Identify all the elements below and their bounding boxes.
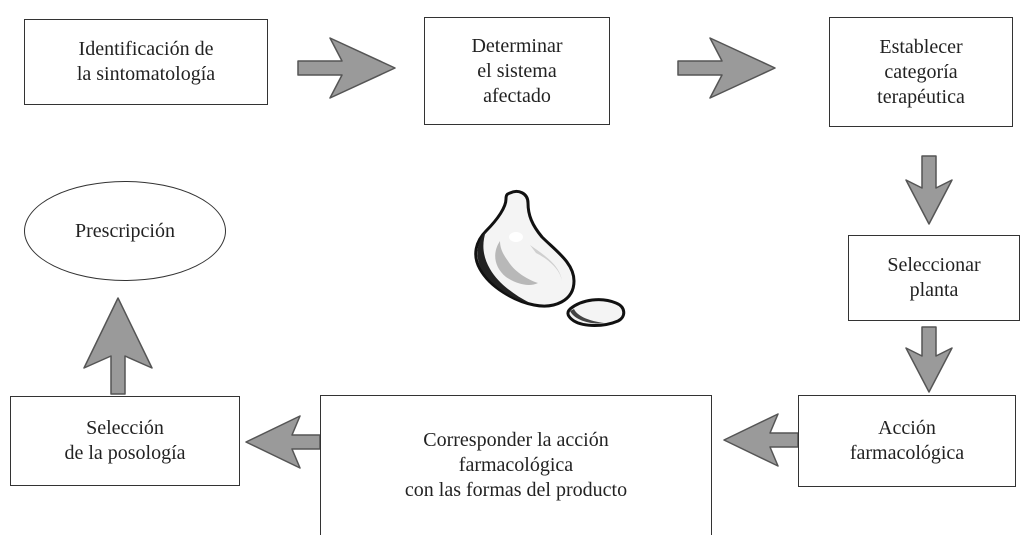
- node-establecer-label: Establecer categoría terapéutica: [877, 35, 965, 108]
- node-identificacion: Identificación de la sintomatología: [24, 19, 268, 105]
- arrow-right-2: [677, 37, 776, 99]
- node-identificacion-label: Identificación de la sintomatología: [76, 38, 216, 85]
- arrow-right-1: [297, 37, 396, 99]
- node-posologia-label: Selección de la posología: [64, 417, 186, 464]
- node-seleccionar: Seleccionar planta: [848, 235, 1020, 321]
- node-posologia: Selección de la posología: [10, 396, 240, 486]
- arrow-left-1: [723, 413, 799, 467]
- node-prescripcion: Prescripción: [24, 181, 226, 281]
- garlic-bulb-icon: [474, 189, 626, 327]
- node-determinar: Determinar el sistema afectado: [424, 17, 610, 125]
- arrow-down-2: [905, 326, 953, 393]
- arrow-down-1: [905, 155, 953, 225]
- node-establecer: Establecer categoría terapéutica: [829, 17, 1013, 127]
- node-corresponder-label: Corresponder la acción farmacológica con…: [404, 429, 628, 501]
- node-accion: Acción farmacológica: [798, 395, 1016, 487]
- arrow-up-1: [83, 297, 153, 395]
- arrow-left-2: [245, 415, 321, 469]
- node-determinar-label: Determinar el sistema afectado: [471, 34, 563, 107]
- node-prescripcion-label: Prescripción: [75, 219, 175, 242]
- node-accion-label: Acción farmacológica: [849, 417, 965, 464]
- node-seleccionar-label: Seleccionar planta: [887, 254, 981, 301]
- node-corresponder: Corresponder la acción farmacológica con…: [320, 395, 712, 535]
